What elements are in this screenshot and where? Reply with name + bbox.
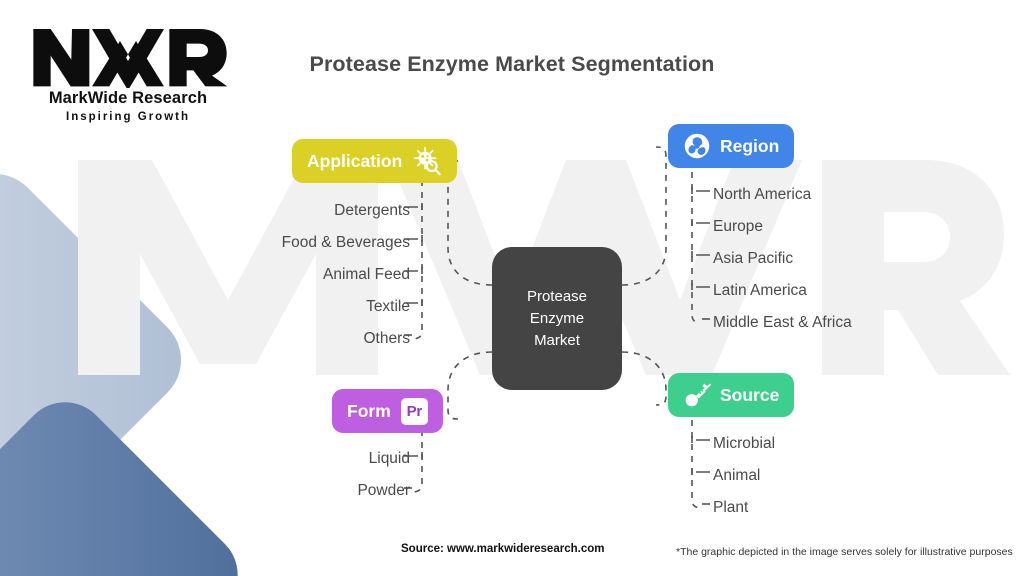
- brand-logo: MarkWide Research Inspiring Growth: [28, 26, 228, 126]
- list-item: Animal: [713, 467, 761, 484]
- tick-source-0: [691, 436, 710, 443]
- connector-center-source: [621, 351, 667, 406]
- spine-source: [691, 420, 701, 509]
- branch-badge-source[interactable]: Source: [668, 373, 795, 417]
- branch-items-form: Liquid Powder: [230, 443, 410, 507]
- disclaimer-note: *The graphic depicted in the image serve…: [676, 546, 1013, 558]
- list-item: Microbial: [713, 435, 776, 452]
- list-item: Detergents: [334, 202, 410, 219]
- connector-center-form: [447, 351, 493, 420]
- deco-shape-dark: [0, 402, 238, 576]
- pr-tile-icon: Pr: [400, 397, 428, 425]
- branch-badge-form[interactable]: Form Pr: [332, 389, 443, 433]
- branch-badge-application[interactable]: Application: [292, 139, 458, 183]
- branch-badge-region[interactable]: Region: [668, 124, 795, 168]
- branch-label-application: Application: [307, 150, 403, 171]
- tick-region-1: [691, 219, 710, 226]
- syringe-icon: [683, 381, 711, 409]
- list-item: Animal Feed: [322, 266, 410, 283]
- center-node: Protease Enzyme Market: [492, 247, 622, 390]
- list-item: Powder: [357, 482, 410, 499]
- list-item: Food & Beverages: [281, 234, 410, 251]
- mwr-monogram-icon: [33, 29, 228, 88]
- source-attribution: Source: www.markwideresearch.com: [401, 543, 605, 555]
- page-title: Protease Enzyme Market Segmentation: [309, 52, 715, 76]
- list-item: Others: [363, 330, 410, 347]
- brand-name: MarkWide Research: [48, 89, 208, 107]
- list-item: Textile: [366, 298, 410, 315]
- list-item: North America: [713, 186, 812, 203]
- branch-items-source: Microbial Animal Plant: [713, 428, 1013, 524]
- brand-tagline: Inspiring Growth: [66, 111, 190, 123]
- connector-center-region: [621, 146, 667, 286]
- globe-icon: [683, 132, 711, 160]
- list-item: Europe: [713, 218, 763, 235]
- branch-items-application: Detergents Food & Beverages Animal Feed …: [180, 195, 410, 355]
- branch-items-region: North America Europe Asia Pacific Latin …: [713, 179, 1013, 339]
- tick-region-2: [691, 251, 710, 258]
- list-item: Plant: [713, 499, 749, 516]
- branch-label-source: Source: [720, 384, 780, 405]
- branch-label-region: Region: [720, 135, 780, 156]
- tick-source-1: [691, 468, 710, 475]
- list-item: Asia Pacific: [713, 250, 794, 267]
- microbe-magnifier-icon: [412, 146, 442, 176]
- deco-shape-light: [0, 173, 182, 547]
- tick-region-3: [691, 283, 710, 290]
- list-item: Latin America: [713, 282, 807, 299]
- spine-application: [413, 168, 423, 340]
- branch-label-form: Form: [347, 400, 391, 421]
- list-item: Liquid: [368, 450, 410, 467]
- tick-region-0: [691, 187, 710, 194]
- list-item: Middle East & Africa: [713, 314, 852, 331]
- spine-region: [691, 172, 701, 324]
- center-node-label: Protease Enzyme Market: [526, 287, 588, 349]
- connector-center-application: [447, 160, 493, 286]
